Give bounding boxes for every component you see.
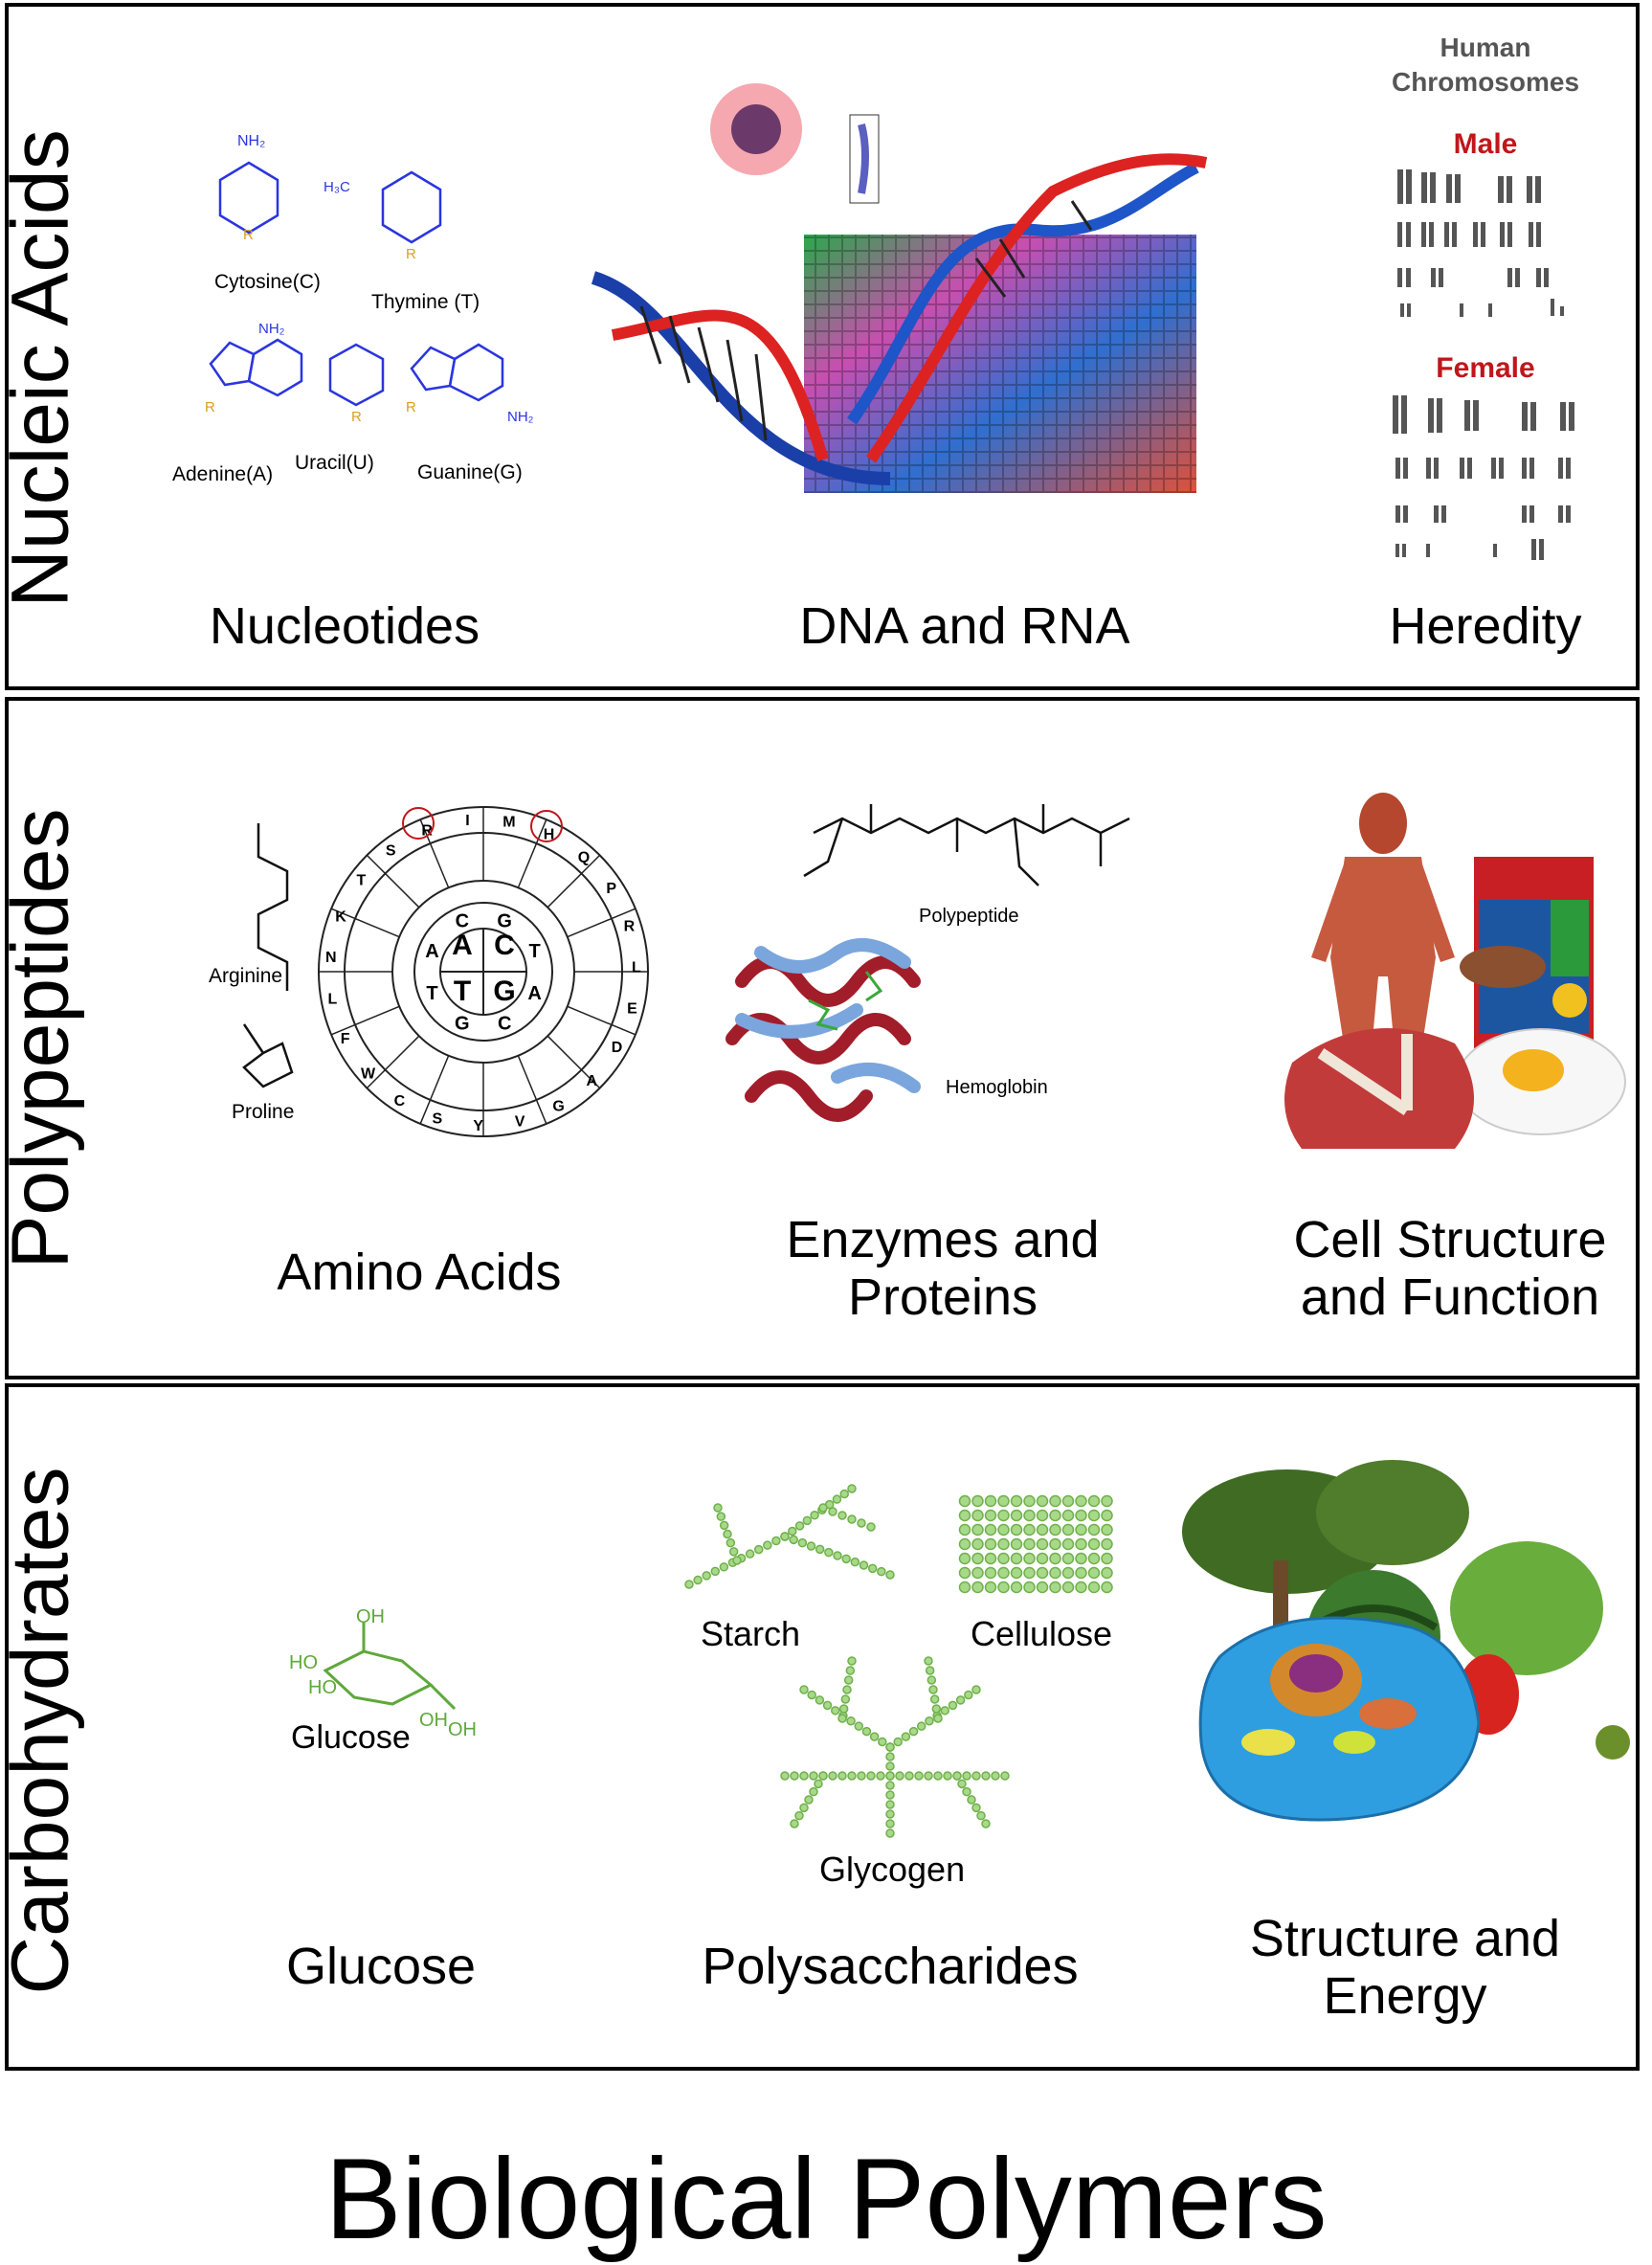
label-thymine: Thymine (T)	[371, 291, 480, 313]
codon-amino-letter: E	[627, 1001, 637, 1018]
codon-amino-letter: G	[552, 1098, 564, 1114]
svg-text:NH₂: NH₂	[507, 409, 534, 425]
caption-nucleotides: Nucleotides	[209, 597, 480, 655]
caption-cell-structure-2: and Function	[1300, 1268, 1600, 1326]
food-and-body-illustration	[1284, 793, 1626, 1149]
codon-amino-letter: A	[587, 1073, 598, 1089]
cell-and-produce-illustration	[1182, 1460, 1630, 1822]
codon-center-letter: T	[454, 976, 471, 1007]
label-proline: Proline	[232, 1101, 295, 1123]
codon-amino-letter: R	[421, 822, 433, 839]
codon-amino-letter: W	[361, 1065, 376, 1082]
codon-ring-letter: C	[498, 1014, 511, 1035]
codon-amino-letter: S	[386, 843, 396, 860]
codon-ring-letter: A	[527, 983, 541, 1004]
codon-amino-letter: K	[335, 909, 346, 926]
codon-center-letter: C	[494, 930, 515, 961]
svg-text:NH₂: NH₂	[258, 321, 285, 337]
svg-text:OH: OH	[356, 1606, 385, 1627]
codon-ring-letter: G	[497, 910, 512, 931]
svg-text:R: R	[205, 399, 215, 415]
codon-amino-letter: I	[465, 813, 469, 829]
cellulose-structure	[958, 1494, 1113, 1594]
label-polypeptide: Polypeptide	[919, 906, 1019, 927]
caption-structure-energy-1: Structure and	[1249, 1910, 1561, 1967]
male-karyotype	[1397, 169, 1564, 317]
svg-text:R: R	[243, 227, 254, 243]
svg-text:R: R	[351, 409, 362, 425]
dna-illustration	[591, 83, 1208, 493]
codon-ring-letter: C	[456, 910, 469, 931]
codon-amino-letter: P	[606, 881, 616, 897]
svg-text:R: R	[406, 246, 416, 262]
caption-glucose: Glucose	[285, 1938, 477, 1995]
caption-enzymes-1: Enzymes and	[786, 1211, 1100, 1268]
caption-structure-energy-2: Energy	[1323, 1967, 1487, 2025]
svg-text:OH: OH	[419, 1710, 448, 1731]
label-male: Male	[1453, 128, 1518, 160]
hemoglobin-ribbon	[726, 938, 921, 1122]
label-hemoglobin: Hemoglobin	[946, 1077, 1048, 1098]
amino-acid-structures	[242, 823, 294, 1088]
polypeptide-structure	[803, 804, 1130, 886]
label-starch: Starch	[701, 1614, 801, 1653]
svg-text:H₃C: H₃C	[324, 179, 350, 195]
svg-text:OH: OH	[448, 1719, 477, 1740]
caption-heredity: Heredity	[1389, 597, 1582, 655]
label-arginine: Arginine	[209, 965, 283, 987]
svg-text:NH₂: NH₂	[237, 133, 265, 149]
codon-amino-letter: N	[325, 950, 337, 966]
codon-amino-letter: Y	[473, 1118, 483, 1134]
chromosomes-heading-2: Chromosomes	[1391, 67, 1580, 97]
caption-enzymes-2: Proteins	[847, 1268, 1038, 1326]
codon-amino-letter: V	[515, 1113, 525, 1130]
codon-amino-letter: R	[624, 918, 636, 934]
codon-amino-letter: L	[632, 959, 641, 976]
main-title: Biological Polymers	[324, 2135, 1328, 2263]
label-adenine: Adenine(A)	[172, 463, 274, 485]
svg-text:HO: HO	[308, 1677, 337, 1698]
codon-center-letter: A	[452, 930, 473, 961]
codon-amino-letter: Q	[578, 849, 590, 865]
starch-structure	[684, 1484, 895, 1589]
caption-amino-acids: Amino Acids	[277, 1244, 562, 1301]
svg-text:R: R	[406, 399, 416, 415]
codon-amino-letter: C	[394, 1093, 406, 1110]
codon-amino-letter: S	[432, 1111, 442, 1128]
label-glucose: Glucose	[291, 1719, 411, 1756]
codon-amino-letter: H	[544, 826, 555, 842]
nucleotide-structures: NH₂ R H₃C R NH₂ R R NH₂ R	[205, 133, 534, 425]
glycogen-structure	[780, 1656, 1010, 1838]
codon-amino-letter: L	[327, 991, 337, 1007]
label-female: Female	[1436, 352, 1535, 384]
label-glycogen: Glycogen	[819, 1850, 966, 1889]
caption-polysaccharides: Polysaccharides	[702, 1938, 1079, 1995]
label-guanine: Guanine(G)	[417, 461, 523, 483]
caption-dna-rna: DNA and RNA	[799, 597, 1130, 655]
glucose-structure: OH HO HO OH OH	[289, 1606, 477, 1740]
codon-amino-letter: F	[341, 1031, 350, 1047]
codon-ring-letter: A	[425, 941, 438, 962]
codon-amino-letter: M	[502, 814, 515, 830]
chromosomes-heading-1: Human	[1440, 33, 1531, 62]
label-uracil: Uracil(U)	[295, 452, 374, 474]
codon-amino-letter: T	[356, 872, 366, 888]
codon-ring-letter: T	[528, 941, 540, 962]
codon-ring-letter: G	[455, 1014, 470, 1035]
svg-text:HO: HO	[289, 1652, 318, 1673]
label-cytosine: Cytosine(C)	[214, 271, 321, 293]
female-karyotype	[1393, 395, 1574, 560]
codon-amino-letter: D	[612, 1040, 623, 1056]
codon-ring-letter: T	[426, 983, 437, 1004]
label-cellulose: Cellulose	[971, 1614, 1113, 1653]
caption-cell-structure-1: Cell Structure	[1293, 1211, 1607, 1268]
codon-center-letter: G	[493, 976, 515, 1007]
